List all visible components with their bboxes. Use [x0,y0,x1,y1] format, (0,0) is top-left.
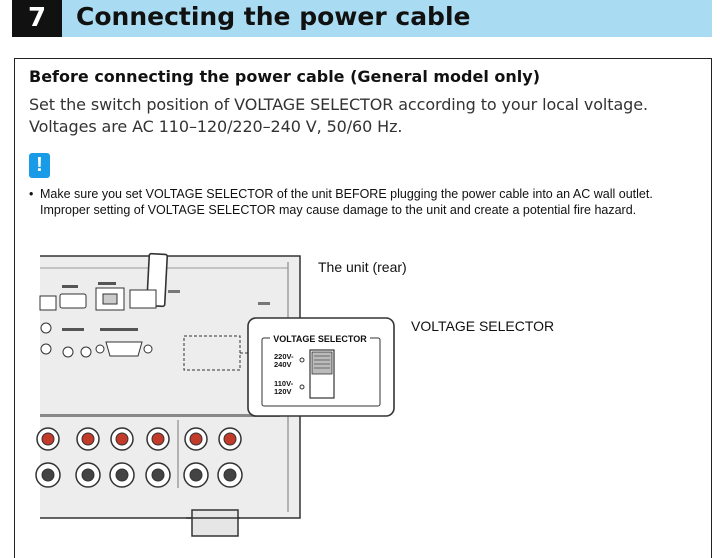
option-low-line1: 110V- [274,379,294,388]
section-title: Connecting the power cable [76,2,471,31]
section-number: 7 [12,0,62,37]
section-header: 7 Connecting the power cable [12,0,712,37]
notice-item: • Make sure you set VOLTAGE SELECTOR of … [29,187,699,218]
selector-label: VOLTAGE SELECTOR [411,318,555,334]
unit-foot [191,509,239,537]
content-box [14,58,712,558]
option-low-line2: 120V [274,387,292,396]
option-high-line1: 220V- [274,352,294,361]
instruction-line-2: Voltages are AC 110–120/220–240 V, 50/60… [29,117,403,136]
bullet-dot: • [29,187,34,201]
speaker-terminals-bottom [35,462,243,488]
instruction-text: Set the switch position of VOLTAGE SELEC… [29,94,648,138]
exclamation-icon: ! [29,153,50,178]
instruction-line-1: Set the switch position of VOLTAGE SELEC… [29,95,648,114]
callout-title: VOLTAGE SELECTOR [273,334,367,344]
notice-text: Make sure you set VOLTAGE SELECTOR of th… [40,187,653,217]
option-high-line2: 240V [274,360,292,369]
subheading: Before connecting the power cable (Gener… [29,67,541,86]
speaker-terminals-top [36,427,242,451]
unit-label: The unit (rear) [318,259,407,275]
